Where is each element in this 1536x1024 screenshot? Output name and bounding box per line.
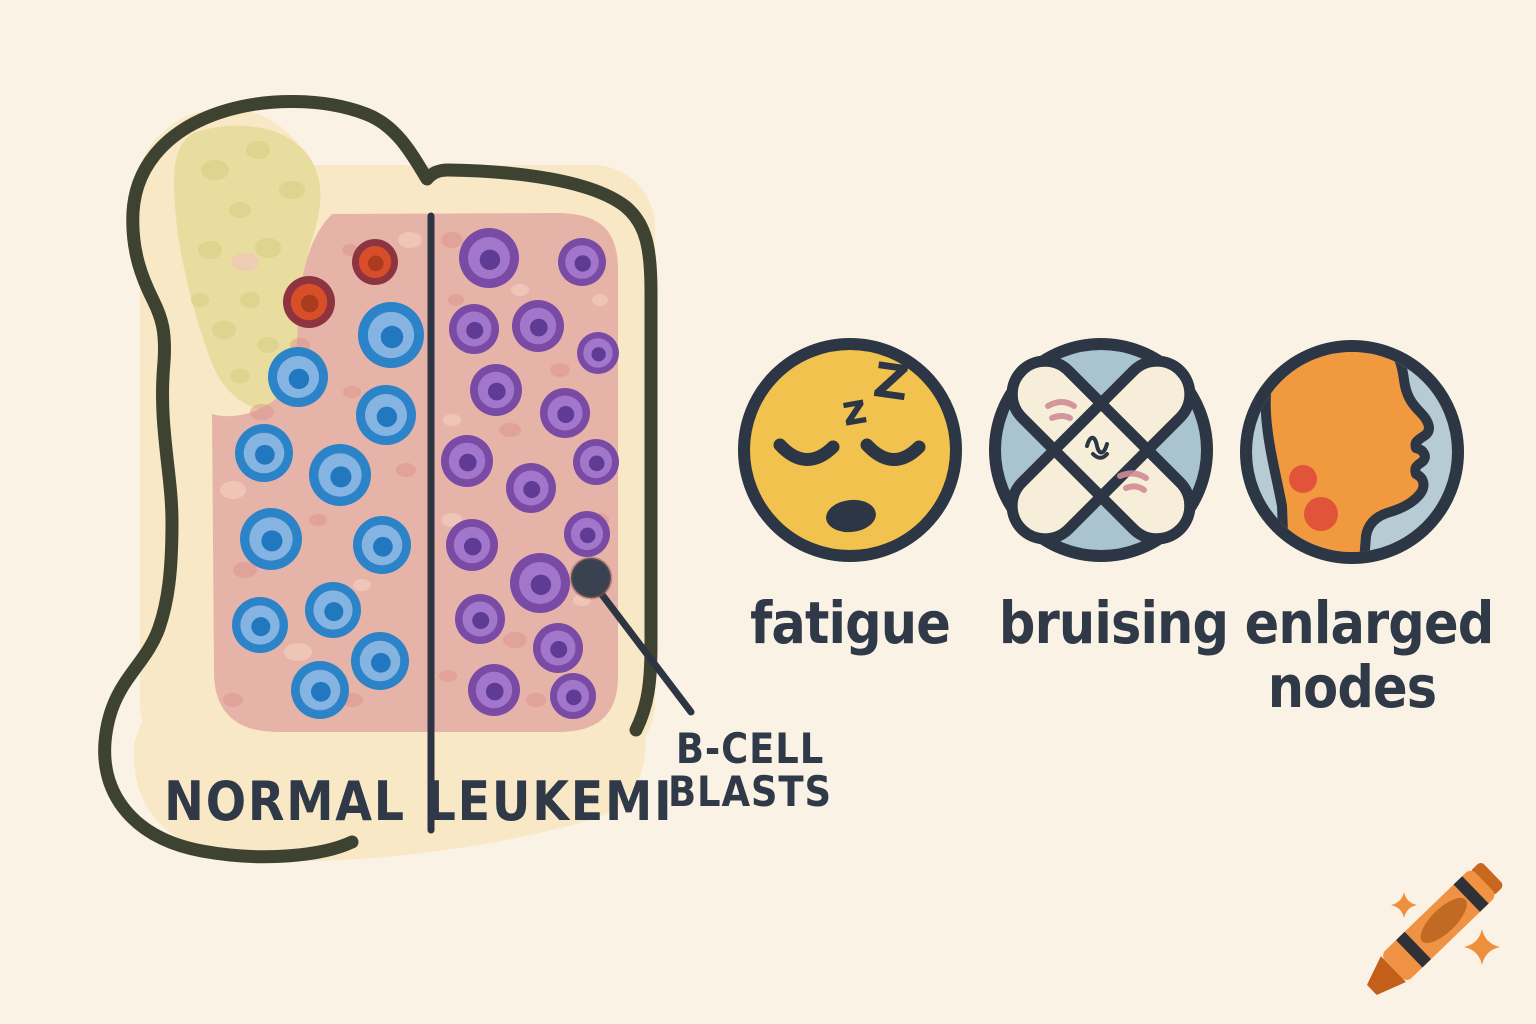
bandage-squiggle (1085, 435, 1109, 460)
leukemia-side-label: LEUKEMI (425, 770, 674, 833)
enlarged-nodes-label-line2: nodes (1267, 652, 1437, 721)
bcell-blasts-label-line2: BLASTS (667, 766, 833, 816)
head-profile (1260, 352, 1434, 552)
normal-side-label: NORMAL (164, 770, 406, 833)
sparkle-icon (1391, 892, 1417, 918)
bcell-blast-dot (569, 556, 613, 600)
marrow-cells (232, 228, 619, 719)
fatigue-label: fatigue (750, 589, 951, 657)
bruising-label: bruising (998, 589, 1229, 657)
bone-outline (98, 95, 658, 864)
bcell-blasts-label-line1: B-CELL (675, 724, 825, 773)
bcell-blasts-label: B-CELL BLASTS (658, 724, 843, 816)
crayon-icon (1366, 863, 1503, 995)
lymph-node-spot (1289, 465, 1317, 493)
sparkle-icon (1464, 929, 1500, 965)
enlarged-nodes-label: enlarged nodes (1244, 589, 1495, 721)
sleepy-face-icon: z Z (738, 338, 962, 562)
sleep-z-large: Z (870, 352, 912, 412)
lymph-node-spot (1304, 497, 1338, 531)
bcell-blast-callout (569, 556, 695, 716)
bruise-marks (1045, 399, 1149, 493)
enlarged-nodes-label-line1: enlarged (1244, 589, 1495, 657)
crossed-bandages-icon (989, 338, 1213, 562)
marrow-texture (220, 232, 609, 707)
swollen-lymph-nodes-icon (1240, 340, 1464, 564)
